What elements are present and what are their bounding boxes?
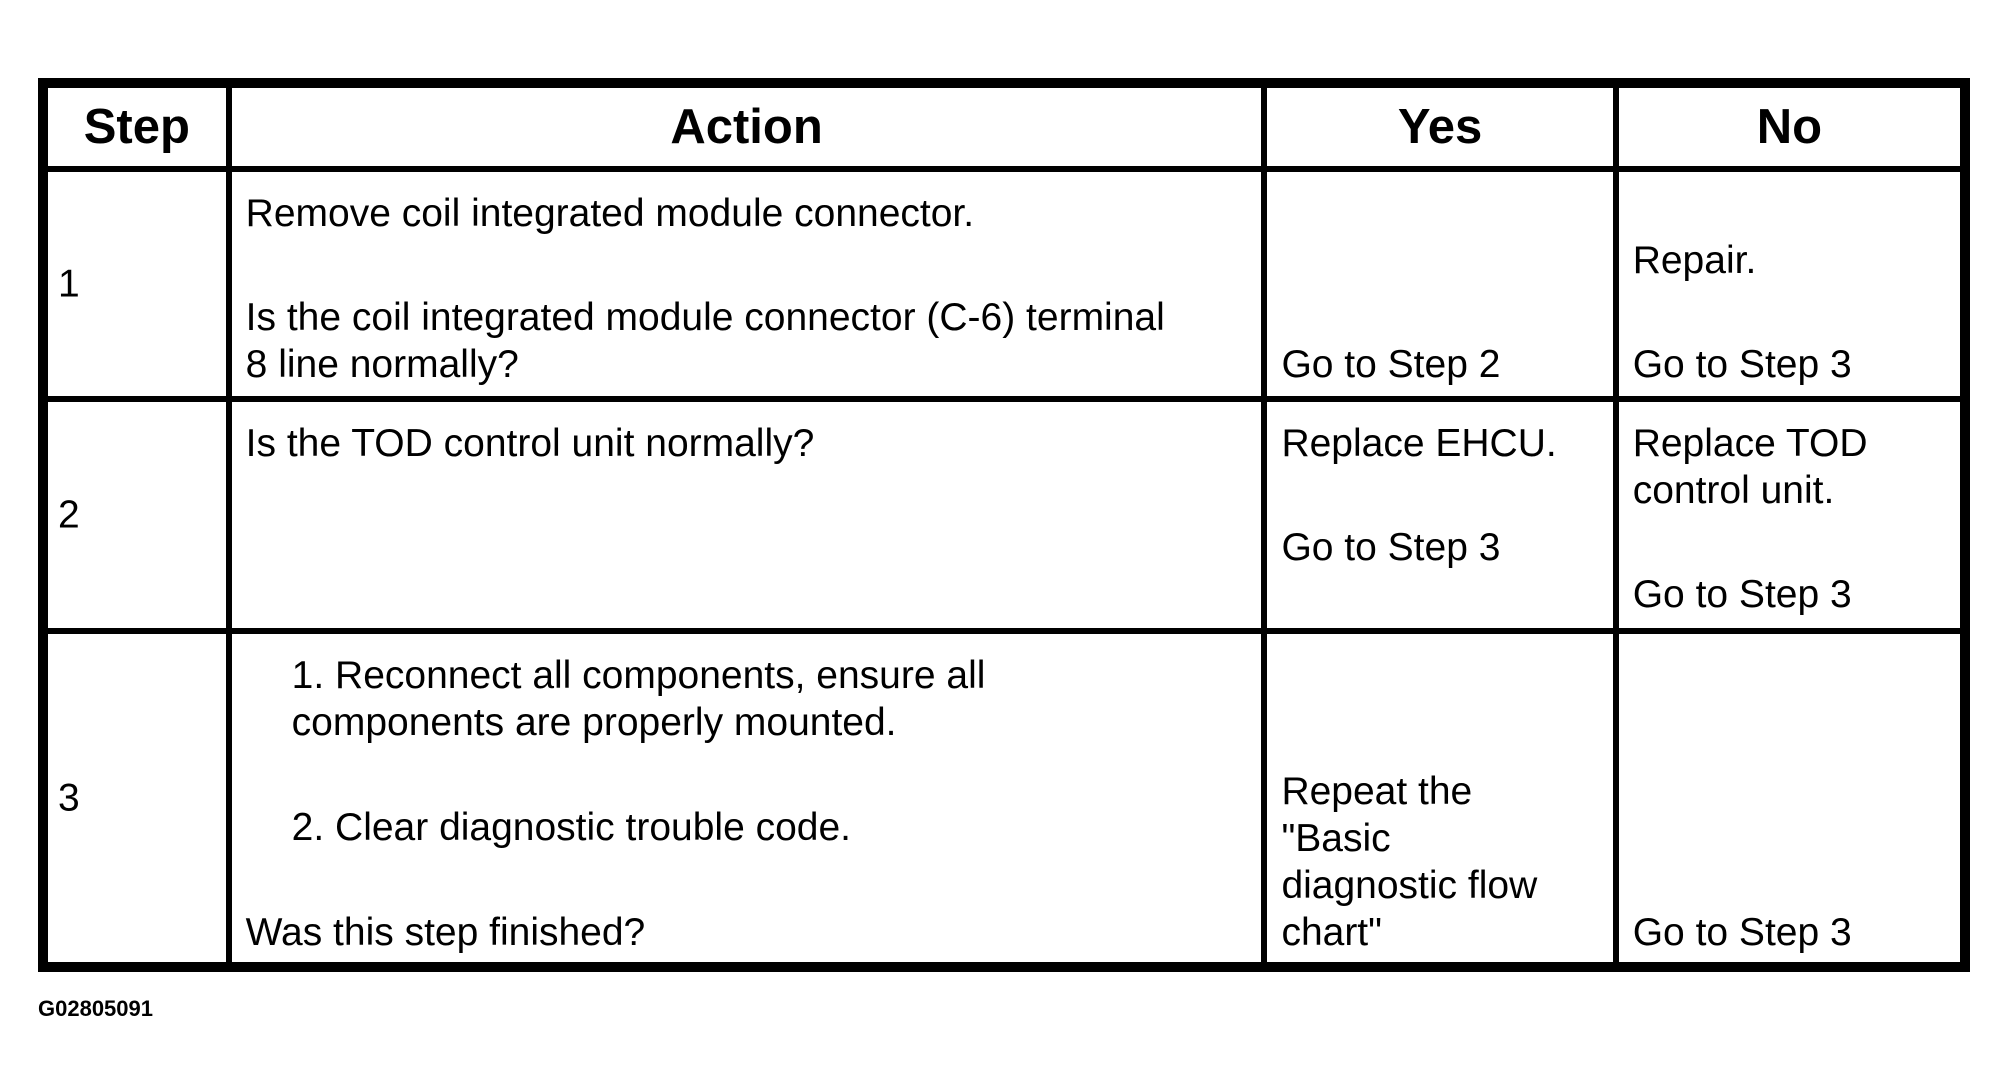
yes-cell: Repeat the "Basic diagnostic flow chart" bbox=[1261, 628, 1619, 970]
figure-id: G02805091 bbox=[38, 996, 153, 1021]
action-item-1: 1. Reconnect all components, ensure all bbox=[291, 654, 986, 698]
action-cell: Remove coil integrated module connector.… bbox=[225, 165, 1268, 403]
step-cell: 3 bbox=[40, 628, 232, 970]
no-cell: Repair. Go to Step 3 bbox=[1612, 165, 1969, 403]
action-text: Remove coil integrated module connector. bbox=[245, 192, 975, 235]
yes-text: Replace EHCU. bbox=[1281, 422, 1557, 466]
yes-goto: Go to Step 3 bbox=[1281, 526, 1501, 570]
step-cell: 2 bbox=[40, 396, 232, 635]
yes-text-cont: chart" bbox=[1281, 911, 1382, 955]
action-item-1-cont: components are properly mounted. bbox=[291, 701, 897, 745]
action-item-2: 2. Clear diagnostic trouble code. bbox=[291, 806, 852, 850]
no-text: Repair. bbox=[1632, 239, 1757, 282]
yes-text: Go to Step 2 bbox=[1281, 343, 1501, 386]
header-no: No bbox=[1612, 80, 1969, 172]
diagnostic-table: Step Action Yes No 1 Remove coil integra… bbox=[38, 78, 1970, 972]
action-cell: 1. Reconnect all components, ensure all … bbox=[225, 628, 1268, 970]
no-text-cont: control unit. bbox=[1632, 469, 1835, 513]
step-number: 1 bbox=[58, 262, 80, 306]
action-question: Was this step finished? bbox=[245, 911, 646, 955]
header-step: Step bbox=[40, 80, 232, 172]
header-action: Action bbox=[225, 80, 1268, 172]
step-number: 2 bbox=[58, 493, 80, 537]
action-cell: Is the TOD control unit normally? bbox=[225, 396, 1268, 635]
yes-text: Repeat the bbox=[1281, 770, 1473, 814]
no-goto: Go to Step 3 bbox=[1632, 343, 1852, 386]
no-goto: Go to Step 3 bbox=[1632, 573, 1852, 617]
no-text: Replace TOD bbox=[1632, 422, 1868, 466]
yes-cell: Replace EHCU. Go to Step 3 bbox=[1261, 396, 1619, 635]
no-cell: Replace TOD control unit. Go to Step 3 bbox=[1612, 396, 1969, 635]
action-question-cont: 8 line normally? bbox=[245, 343, 519, 386]
step-cell: 1 bbox=[40, 165, 232, 403]
action-question: Is the coil integrated module connector … bbox=[245, 296, 1165, 339]
no-cell: Go to Step 3 bbox=[1612, 628, 1969, 970]
yes-text-cont: "Basic bbox=[1281, 817, 1391, 861]
no-goto: Go to Step 3 bbox=[1632, 911, 1852, 955]
header-yes: Yes bbox=[1261, 80, 1619, 172]
yes-text-cont: diagnostic flow bbox=[1281, 864, 1538, 908]
table-row: 3 1. Reconnect all components, ensure al… bbox=[40, 628, 1969, 970]
yes-cell: Go to Step 2 bbox=[1261, 165, 1619, 403]
table-row: 1 Remove coil integrated module connecto… bbox=[40, 165, 1969, 403]
step-number: 3 bbox=[58, 776, 80, 820]
action-question: Is the TOD control unit normally? bbox=[245, 422, 815, 466]
header-row: Step Action Yes No bbox=[40, 80, 1969, 172]
table-row: 2 Is the TOD control unit normally? Repl… bbox=[40, 396, 1969, 635]
